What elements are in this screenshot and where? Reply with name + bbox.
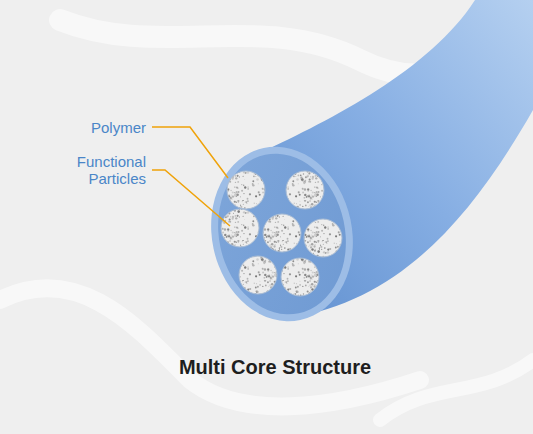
fiber-face: [204, 142, 361, 327]
caption: Multi Core Structure: [75, 355, 475, 379]
swirl: [0, 288, 420, 406]
fiber-rim: [195, 133, 369, 334]
leader-lines: [152, 127, 230, 226]
core-particle-bundle: [304, 219, 342, 257]
core-particle-bundle: [239, 256, 277, 294]
part-label: Polymer: [36, 119, 146, 136]
core-particle-bundle: [281, 258, 319, 296]
core-particle-bundle: [221, 209, 259, 247]
leader-line: [152, 170, 230, 226]
core-particle-bundle: [263, 214, 301, 252]
core-particle-bundle: [286, 171, 324, 209]
core-group: [221, 171, 342, 296]
swirl: [380, 360, 533, 420]
core-particle-bundle: [227, 171, 265, 209]
part-label: Functional Particles: [51, 153, 146, 187]
